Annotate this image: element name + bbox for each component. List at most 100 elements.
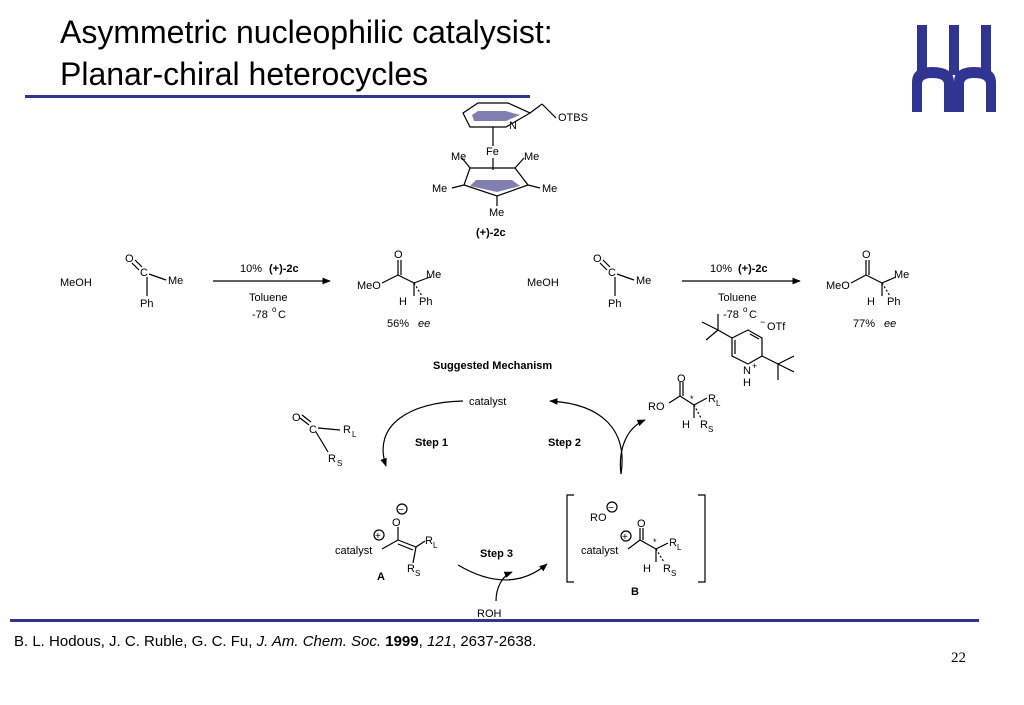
university-logo: [912, 25, 996, 112]
step1-label: Step 1: [415, 437, 448, 449]
r2-additive-h-label: H: [743, 377, 751, 389]
r2-loading-label: 10%: [710, 263, 732, 275]
slide-title-line-2: Planar-chiral heterocycles: [60, 56, 429, 92]
r2-solvent-label: Toluene: [718, 292, 757, 304]
r2-ph-label: Ph: [608, 298, 621, 310]
catalyst-otbs-label: OTBS: [558, 112, 588, 124]
step2-label: Step 2: [548, 437, 581, 449]
r2-catalyst-label: (+)-2c: [738, 263, 768, 275]
catalyst-me-label: Me: [489, 207, 504, 219]
step1-arrow: [380, 400, 464, 467]
intermediate-b-minus: −: [608, 503, 614, 514]
catalyst-me-label: Me: [451, 151, 466, 163]
catalyst-me-label: Me: [432, 183, 447, 195]
reference-volume: 121: [426, 633, 452, 650]
mech-product-r: R: [708, 393, 716, 405]
reference-year: 1999: [385, 633, 419, 650]
intermediate-b-o: O: [637, 518, 646, 530]
r2-additive-otf-label: OTf: [767, 321, 786, 333]
mech-product-sub-l: L: [716, 399, 721, 408]
catalyst-me-label: Me: [524, 151, 539, 163]
mech-ketene-sub-s: S: [337, 459, 342, 468]
intermediate-b-sub-l: L: [677, 543, 682, 552]
r2-product-h-label: H: [867, 296, 875, 308]
r2-ee-value: 77%: [853, 318, 875, 330]
mech-ketene-sub-l: L: [352, 430, 357, 439]
slide-title-line-1: Asymmetric nucleophilic catalysist:: [60, 14, 553, 50]
r2-additive-plus: +: [752, 361, 757, 371]
reference-citation: B. L. Hodous, J. C. Ruble, G. C. Fu, J. …: [14, 633, 537, 650]
intermediate-b-star: *: [653, 537, 657, 547]
mech-product-bonds: [668, 382, 708, 419]
intermediate-a-label: A: [377, 571, 385, 583]
reference-authors: B. L. Hodous, J. C. Ruble, G. C. Fu,: [14, 633, 257, 650]
roh-label: ROH: [477, 608, 502, 620]
r2-product-me-label: Me: [894, 269, 909, 281]
r2-product-bonds: [850, 260, 897, 297]
r1-loading-label: 10%: [240, 263, 262, 275]
catalyst-fe-label: Fe: [486, 146, 499, 158]
reference-journal: J. Am. Chem. Soc.: [256, 633, 382, 650]
r1-temperature-label: -78: [252, 309, 268, 321]
mech-ketene-bonds: [299, 414, 341, 453]
intermediate-a-sub-l: L: [433, 541, 438, 550]
r1-product-o-label: O: [394, 249, 403, 261]
r2-celsius-label: C: [749, 309, 757, 321]
r1-product-me-label: Me: [426, 269, 441, 281]
r1-product-bonds: [381, 260, 431, 297]
r2-product-o-label: O: [862, 249, 871, 261]
r2-pyridinium-additive: [701, 314, 795, 380]
mech-product-star: *: [690, 394, 694, 404]
intermediate-b-r: R: [663, 563, 671, 575]
intermediate-a-r: R: [425, 535, 433, 547]
roh-arrow: [495, 571, 513, 602]
r2-degree-label: o: [743, 305, 748, 314]
mech-ketene-c: C: [309, 424, 317, 436]
r2-o-label: O: [593, 253, 602, 265]
r1-ee-label: ee: [418, 318, 430, 330]
r2-product-meo-label: MeO: [826, 280, 850, 292]
step2-arrow: [549, 398, 623, 475]
mech-catalyst-top: catalyst: [469, 396, 506, 408]
mech-product-ro: RO: [648, 401, 665, 413]
mech-product-h: H: [682, 419, 690, 431]
r1-product-meo-label: MeO: [357, 280, 381, 292]
r2-product-ph-label: Ph: [887, 296, 900, 308]
intermediate-b-h: H: [643, 563, 651, 575]
r2-additive-minus: −: [760, 317, 765, 327]
page-number: 22: [951, 650, 966, 666]
r1-catalyst-label: (+)-2c: [269, 263, 299, 275]
mech-ketene-o: O: [292, 412, 301, 424]
catalyst-structure: [451, 102, 557, 206]
intermediate-b-ro: RO: [590, 512, 607, 524]
r1-product-h-label: H: [399, 296, 407, 308]
intermediate-a-minus: −: [398, 505, 404, 516]
mech-ketene-r: R: [328, 453, 336, 465]
mech-ketene-r: R: [343, 424, 351, 436]
r2-temperature-label: -78: [723, 309, 739, 321]
r1-degree-label: o: [272, 305, 277, 314]
step3-arrow: [457, 563, 548, 581]
intermediate-b-label: B: [631, 586, 639, 598]
r1-ketene-bonds: [131, 259, 167, 296]
mechanism-heading: Suggested Mechanism: [433, 360, 552, 372]
r1-celsius-label: C: [278, 309, 286, 321]
catalyst-me-label: Me: [542, 183, 557, 195]
intermediate-a-sub-s: S: [415, 569, 420, 578]
r2-ee-label: ee: [884, 318, 896, 330]
mech-product-sub-s: S: [708, 425, 713, 434]
intermediate-b-catalyst: catalyst: [581, 545, 618, 557]
r1-solvent-label: Toluene: [249, 292, 288, 304]
intermediate-a-plus: +: [375, 531, 381, 542]
step3-label: Step 3: [480, 548, 513, 560]
catalyst-name-label: (+)-2c: [476, 227, 506, 239]
r1-product-ph-label: Ph: [419, 296, 432, 308]
r2-reagent-label: MeOH: [527, 277, 559, 289]
intermediate-b-sub-s: S: [671, 569, 676, 578]
r1-ee-value: 56%: [387, 318, 409, 330]
intermediate-a-r: R: [407, 563, 415, 575]
r2-additive-n-label: N: [743, 365, 751, 377]
mech-product-r: R: [700, 419, 708, 431]
r2-c-label: C: [608, 267, 616, 279]
